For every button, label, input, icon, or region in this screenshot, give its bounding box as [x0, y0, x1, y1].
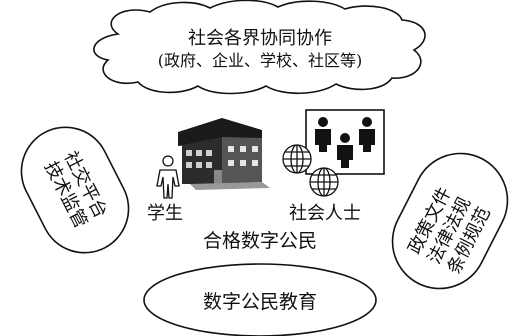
- cloud-title: 社会各界协同协作: [188, 28, 332, 49]
- globe-icon: [282, 144, 312, 174]
- right-capsule: [391, 152, 509, 290]
- globe-icon: [309, 167, 339, 197]
- cloud-shape: [93, 0, 426, 95]
- student-label: 学生: [147, 203, 183, 224]
- society-person-label: 社会人士: [289, 203, 361, 224]
- cloud-subtitle: (政府、企业、学校、社区等): [157, 51, 363, 70]
- bottom-ellipse: [143, 263, 377, 336]
- school-building-icon: [178, 118, 270, 190]
- left-capsule: [20, 126, 130, 254]
- people-group-icon: [305, 109, 385, 175]
- digital-citizen-education-label: 数字公民教育: [202, 291, 317, 313]
- student-person-icon: [156, 155, 180, 199]
- qualified-citizen-label: 合格数字公民: [202, 230, 317, 252]
